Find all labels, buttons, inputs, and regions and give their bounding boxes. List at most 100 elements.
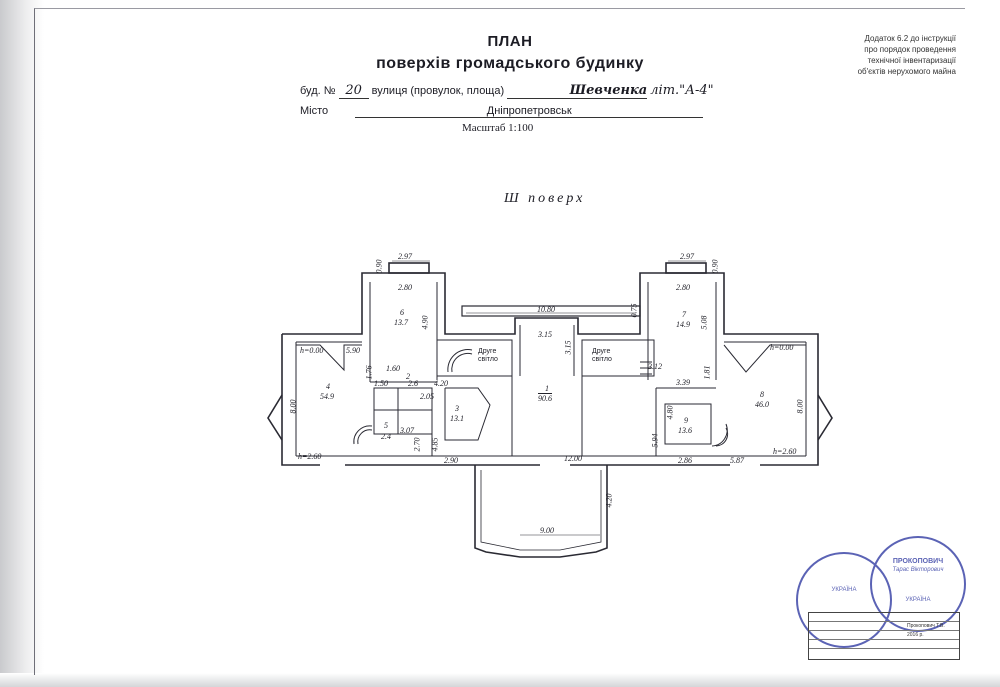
room-area: 13.1 [450,414,464,423]
dim-label: h=2.60 [298,452,322,461]
dim-label: 1.50 [374,379,388,388]
dim-label: 3.15 [538,330,552,339]
dim-label: 3.39 [676,378,690,387]
appendix-line: Додаток 6.2 до інструкції [864,34,956,43]
document-title: ПЛАН [487,33,533,50]
appendix-note: Додаток 6.2 до інструкції про порядок пр… [822,33,956,77]
city-name: Дніпропетровськ [355,105,704,118]
dim-label: 2.97 [398,252,412,261]
room-number: 2 [406,372,410,381]
room-area: 13.6 [678,426,692,435]
dim-label: 2.90 [444,456,458,465]
dim-label: 12.00 [564,454,582,463]
dim-label: 5.87 [730,456,744,465]
street-name: Шевченка [507,83,648,99]
scan-edge-shadow [0,0,44,687]
address-row: буд. № 20 вулиця (провулок, площа) Шевче… [300,83,714,99]
room-area: 13.7 [394,318,408,327]
plan-stairwell [581,339,655,377]
dim-label: 2.80 [676,283,690,292]
dim-label: 3.15 [563,340,573,355]
dim-label: h=0.00 [770,343,794,352]
room-area: 3.07 [400,426,414,435]
appendix-line: об'єктів нерухомого майна [857,67,956,76]
plan-right-tower-top [665,262,707,274]
plan-left-wing-slope [296,344,362,372]
dim-label: h=2.60 [773,447,797,456]
dim-label: 5.08 [699,315,709,330]
dim-label: 4.20 [604,493,614,508]
signature-row: 2016 р. [809,631,959,640]
dim-label: 1.81 [702,365,712,380]
building-label: буд. № [300,85,336,97]
plan-center-bar [461,305,641,317]
plan-left-side-bay [267,394,283,441]
city-row: Місто Дніпропетровськ [300,105,704,118]
plan-bay-inner-wall [480,470,602,551]
plan-stair-spiral [447,349,473,373]
room-number: 9 [684,416,688,425]
room-number: 5 [384,421,388,430]
dim-label: 8.00 [288,399,298,414]
plan-right-side-bay [817,394,833,441]
lit-label: літ."А-4" [650,83,714,98]
dim-label: 2.05 [420,392,434,401]
sign-name: Прокопович Т.В. [907,623,945,629]
dim-label: 5.94 [650,433,660,448]
dim-label: 2.86 [678,456,692,465]
personal-stamp: ПРОКОПОВИЧ Тарас Вікторович УКРАЇНА [870,536,966,632]
dim-label: 2.70 [412,437,422,452]
dim-label: 0.90 [374,259,384,274]
plan-stair-spiral [451,352,473,373]
dim-label: 0.75 [629,303,639,318]
plan-stair-spiral [711,423,728,447]
room-number: 3 [455,404,459,413]
stair-label: Друге світло [478,348,498,363]
dim-label: 4.80 [665,405,675,420]
street-label: вулиця (провулок, площа) [371,85,505,97]
plan-left-tower-top [388,262,430,274]
room-area: 54.9 [320,392,334,401]
building-number: 20 [338,83,369,99]
plan-bay-wall [474,465,608,558]
dim-label: 4.85 [430,437,440,452]
appendix-line: про порядок проведення [864,45,956,54]
room-number: 6 [400,308,404,317]
document-subtitle: поверхів громадського будинку [376,55,644,72]
dim-label: 0.90 [710,259,720,274]
stamp-name: ПРОКОПОВИЧ [892,558,944,565]
room-area: 14.9 [676,320,690,329]
city-label: Місто [300,105,329,117]
dim-label: 9.00 [540,526,554,535]
signature-row: Прокопович Т.В. [809,622,959,631]
sign-year: 2016 р. [907,632,924,638]
room-area: 90.6 [538,394,552,403]
dim-label: 1.76 [364,365,374,380]
dim-label: 4.20 [434,379,448,388]
signature-row [809,640,959,649]
dim-label: h=0.00 [300,346,324,355]
room-number: 4 [326,382,330,391]
room-area: 2.6 [408,379,418,388]
dim-label: 5.90 [346,346,360,355]
dim-label: 10.80 [537,305,555,314]
plan-stair-spiral [353,425,373,445]
room-area: 2.4 [381,432,391,441]
stamp-country: УКРАЇНА [831,587,857,593]
appendix-line: технічної інвентаризації [867,56,956,65]
room-area: 46.0 [755,400,769,409]
plan-room9-wall [664,403,712,445]
plan-stairwell [436,339,513,377]
plan-right-wing-slope [723,344,806,373]
scale-label: Масштаб 1:100 [462,122,534,134]
dim-label: 4.90 [420,315,430,330]
signature-table: Прокопович Т.В. 2016 р. [808,612,960,660]
dim-label: 3.12 [648,362,662,371]
room-number: 7 [682,310,686,319]
plan-stair-spiral [357,429,373,445]
plan-stair-spiral [715,427,729,447]
dim-label: 2.80 [398,283,412,292]
plan-room3-wall [444,387,491,441]
